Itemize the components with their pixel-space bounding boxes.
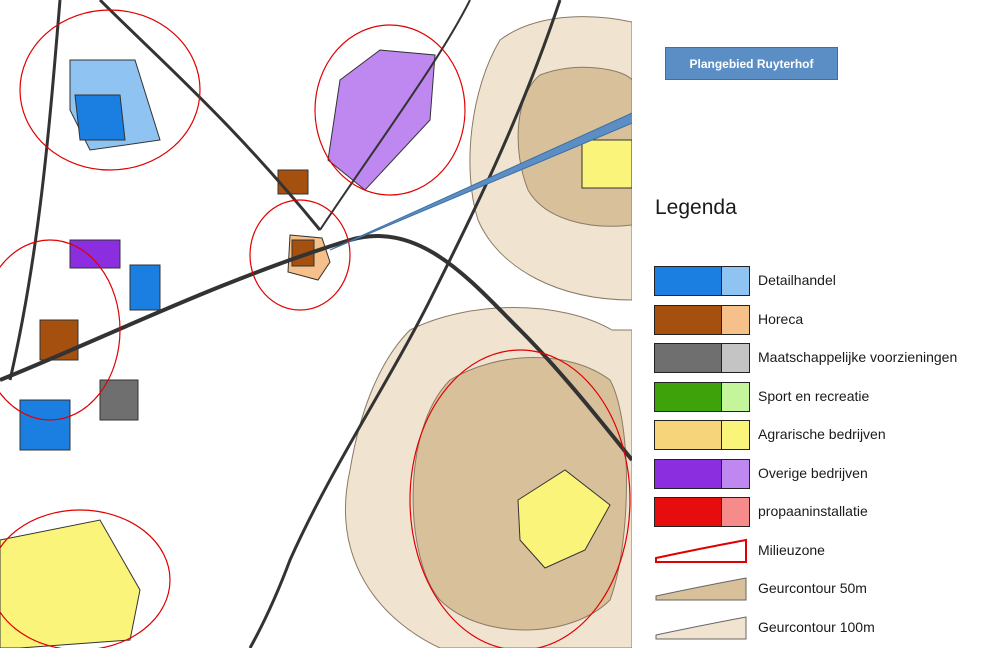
legend-item: Geurcontour 100m: [652, 611, 992, 645]
legend-swatch: [654, 343, 750, 373]
legend-swatch: [654, 459, 750, 489]
maatschappelijk-gebouw: [99, 379, 139, 421]
legend-label: Agrarische bedrijven: [758, 426, 886, 442]
callout-pointer: [329, 112, 632, 251]
agrarisch-blok-zuid: [0, 519, 141, 648]
legend-item: Detailhandel: [652, 264, 992, 298]
weg-oost: [319, 0, 471, 231]
horeca-noord: [277, 169, 309, 195]
milieuzone-5: [0, 509, 171, 648]
legend-label: Overige bedrijven: [758, 465, 868, 481]
legend-item: Geurcontour 50m: [652, 572, 992, 606]
weg-spoor: [248, 0, 562, 648]
legend-label: Geurcontour 100m: [758, 619, 875, 635]
legend-swatch: [654, 382, 750, 412]
legend-swatch: [654, 305, 750, 335]
legend-label: Maatschappelijke voorzieningen: [758, 349, 958, 365]
legend-item: Milieuzone: [652, 534, 992, 568]
legend-swatch: [654, 613, 750, 643]
legend-label: Milieuzone: [758, 542, 825, 558]
weg-west: [8, 0, 62, 381]
milieuzone-6: [0, 239, 121, 421]
weg-hoofd: [0, 234, 632, 462]
agrarisch-erf-zuidoost: [517, 469, 611, 569]
legend-item: Maatschappelijke voorzieningen: [652, 341, 992, 375]
plangebied-callout: Plangebied Ruyterhof: [665, 47, 838, 80]
legend-label: Geurcontour 50m: [758, 580, 867, 596]
legend-item: Overige bedrijven: [652, 457, 992, 491]
detailhandel-zuid: [19, 399, 71, 451]
overige-bedrijven-west: [69, 239, 121, 269]
legend-label: Detailhandel: [758, 272, 836, 288]
legend-label: Horeca: [758, 311, 804, 327]
legend-title: Legenda: [655, 196, 737, 219]
milieuzone-3: [19, 9, 201, 171]
legend-item: propaaninstallatie: [652, 495, 992, 529]
detailhandel-midden: [129, 264, 161, 311]
legend-item: Horeca: [652, 303, 992, 337]
legend-swatch: [654, 497, 750, 527]
overige-bedrijven-noord: [327, 49, 436, 191]
map-canvas[interactable]: [0, 0, 632, 648]
agrarisch-erf-noord: [581, 139, 632, 189]
weg-noord: [98, 0, 322, 231]
legend-swatch: [654, 420, 750, 450]
legend-label: propaaninstallatie: [758, 503, 868, 519]
legend-swatch: [654, 266, 750, 296]
legend-swatch: [654, 574, 750, 604]
legend-swatch: [654, 536, 750, 566]
legend-label: Sport en recreatie: [758, 388, 870, 404]
legend-item: Agrarische bedrijven: [652, 418, 992, 452]
milieuzone-2: [249, 199, 351, 311]
detailhandel-noord-kern: [74, 94, 126, 141]
milieuzone-1: [314, 24, 466, 196]
milieuzone-4: [409, 349, 631, 648]
map-svg: [0, 0, 632, 648]
geurcontour-50m-south: [412, 357, 627, 631]
legend-item: Sport en recreatie: [652, 380, 992, 414]
